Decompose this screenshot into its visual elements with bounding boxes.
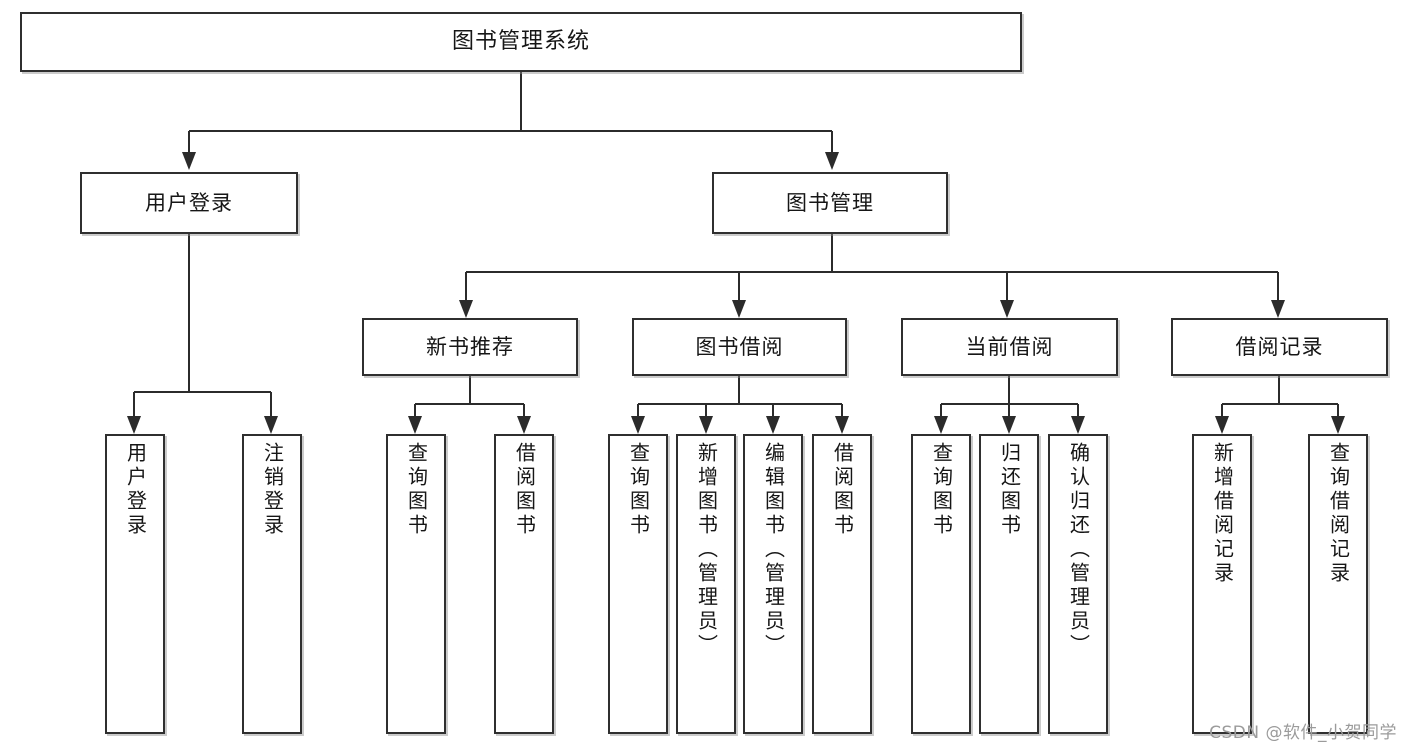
leaf-user-login-login[interactable]: 用户登录 [105,434,165,734]
leaf-borrow-query-book[interactable]: 查询图书 [608,434,668,734]
leaf-recommend-borrow-book[interactable]: 借阅图书 [494,434,554,734]
leaf-record-query-record-label: 查询借阅记录 [1326,442,1351,586]
arrow-current-leaf-2 [1002,416,1016,434]
arrow-borrow-leaf-3 [766,416,780,434]
arrow-book-mgmt-to-borrow [732,300,746,318]
node-user-login-label: 用户登录 [145,190,233,215]
leaf-borrow-edit-book-admin[interactable]: 编辑图书（管理员） [743,434,803,734]
leaf-current-query-book[interactable]: 查询图书 [911,434,971,734]
leaf-borrow-borrow-book[interactable]: 借阅图书 [812,434,872,734]
leaf-current-confirm-return-admin[interactable]: 确认归还（管理员） [1048,434,1108,734]
node-new-book-recommend[interactable]: 新书推荐 [362,318,578,376]
leaf-current-confirm-return-admin-label: 确认归还（管理员） [1066,442,1091,658]
node-borrow-record-label: 借阅记录 [1235,334,1324,359]
leaf-recommend-borrow-book-label: 借阅图书 [512,442,537,538]
arrow-borrow-leaf-1 [631,416,645,434]
leaf-borrow-query-book-label: 查询图书 [626,442,651,538]
arrow-current-leaf-3 [1071,416,1085,434]
arrow-book-mgmt-to-recommend [459,300,473,318]
leaf-borrow-add-book-admin[interactable]: 新增图书（管理员） [676,434,736,734]
arrow-book-mgmt-to-current [1000,300,1014,318]
arrow-book-mgmt-to-record [1271,300,1285,318]
arrow-record-leaf-2 [1331,416,1345,434]
leaf-current-return-book-label: 归还图书 [997,442,1022,538]
arrow-user-login-leaf-2 [264,416,278,434]
arrow-root-to-user-login [182,152,196,170]
node-book-management[interactable]: 图书管理 [712,172,948,234]
leaf-user-login-login-label: 用户登录 [123,442,148,538]
node-root-book-management-system[interactable]: 图书管理系统 [20,12,1022,72]
node-new-book-recommend-label: 新书推荐 [426,334,514,359]
arrow-user-login-leaf-1 [127,416,141,434]
arrow-borrow-leaf-2 [699,416,713,434]
arrow-record-leaf-1 [1215,416,1229,434]
node-user-login[interactable]: 用户登录 [80,172,298,234]
node-book-borrow-label: 图书借阅 [695,334,784,359]
leaf-user-login-logout-label: 注销登录 [260,442,285,538]
leaf-borrow-edit-book-admin-label: 编辑图书（管理员） [761,442,786,658]
leaf-current-return-book[interactable]: 归还图书 [979,434,1039,734]
arrow-current-leaf-1 [934,416,948,434]
node-root-label: 图书管理系统 [451,29,590,55]
leaf-recommend-query-book-label: 查询图书 [404,442,429,538]
leaf-borrow-borrow-book-label: 借阅图书 [830,442,855,538]
node-borrow-record[interactable]: 借阅记录 [1171,318,1388,376]
arrow-borrow-leaf-4 [835,416,849,434]
leaf-current-query-book-label: 查询图书 [929,442,954,538]
arrow-root-to-book-mgmt [825,152,839,170]
arrow-recommend-leaf-1 [408,416,422,434]
leaf-record-query-record[interactable]: 查询借阅记录 [1308,434,1368,734]
node-current-borrow[interactable]: 当前借阅 [901,318,1118,376]
leaf-borrow-add-book-admin-label: 新增图书（管理员） [694,442,719,658]
csdn-watermark: CSDN @软件_小贺同学 [1209,723,1397,743]
arrow-recommend-leaf-2 [517,416,531,434]
leaf-recommend-query-book[interactable]: 查询图书 [386,434,446,734]
leaf-record-add-record[interactable]: 新增借阅记录 [1192,434,1252,734]
leaf-record-add-record-label: 新增借阅记录 [1210,442,1235,586]
node-book-borrow[interactable]: 图书借阅 [632,318,847,376]
node-book-management-label: 图书管理 [786,190,874,215]
leaf-user-login-logout[interactable]: 注销登录 [242,434,302,734]
node-current-borrow-label: 当前借阅 [965,334,1054,359]
